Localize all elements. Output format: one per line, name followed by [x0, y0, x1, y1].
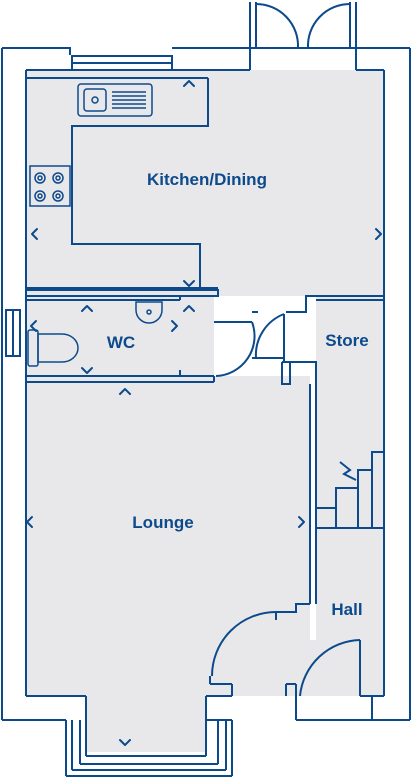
dimension-arrow-icon — [171, 320, 178, 332]
wc-door — [213, 321, 256, 382]
floor-fill — [26, 70, 384, 752]
kitchen-counters — [26, 77, 218, 289]
kitchen-window — [71, 55, 173, 71]
dimension-arrow-icon — [81, 305, 93, 312]
outer-walls — [1, 47, 411, 721]
dimension-arrow-icon — [298, 516, 305, 528]
dimension-arrow-icon — [119, 739, 131, 746]
bay-window — [26, 695, 233, 777]
room-label-kitchen-dining: Kitchen/Dining — [147, 170, 267, 189]
room-label-hall: Hall — [331, 600, 362, 619]
toilet-icon — [27, 329, 79, 367]
dimension-arrow-icon — [26, 516, 33, 528]
wc-window — [5, 309, 21, 357]
room-label-wc: WC — [107, 333, 135, 352]
staircase — [315, 440, 385, 529]
basin-icon — [135, 301, 163, 324]
sink-icon — [77, 83, 153, 117]
store-door — [252, 313, 285, 362]
dimension-arrow-icon — [30, 320, 37, 332]
dimension-arrow-icon — [183, 280, 195, 287]
dimension-arrow-icon — [81, 367, 93, 374]
store-walls — [252, 295, 384, 613]
dimension-arrow-icon — [375, 228, 382, 240]
dimension-arrow-icon — [183, 80, 195, 87]
dimension-arrows — [26, 80, 382, 746]
wc-walls — [25, 289, 219, 383]
room-label-store: Store — [325, 331, 368, 350]
front-door — [296, 639, 372, 721]
dimension-arrow-icon — [31, 228, 38, 240]
dimension-arrow-icon — [183, 305, 195, 312]
lounge-door — [209, 611, 277, 684]
french-doors — [249, 2, 357, 49]
hob-icon — [29, 165, 71, 207]
room-label-lounge: Lounge — [132, 513, 193, 532]
dimension-arrow-icon — [119, 388, 131, 395]
